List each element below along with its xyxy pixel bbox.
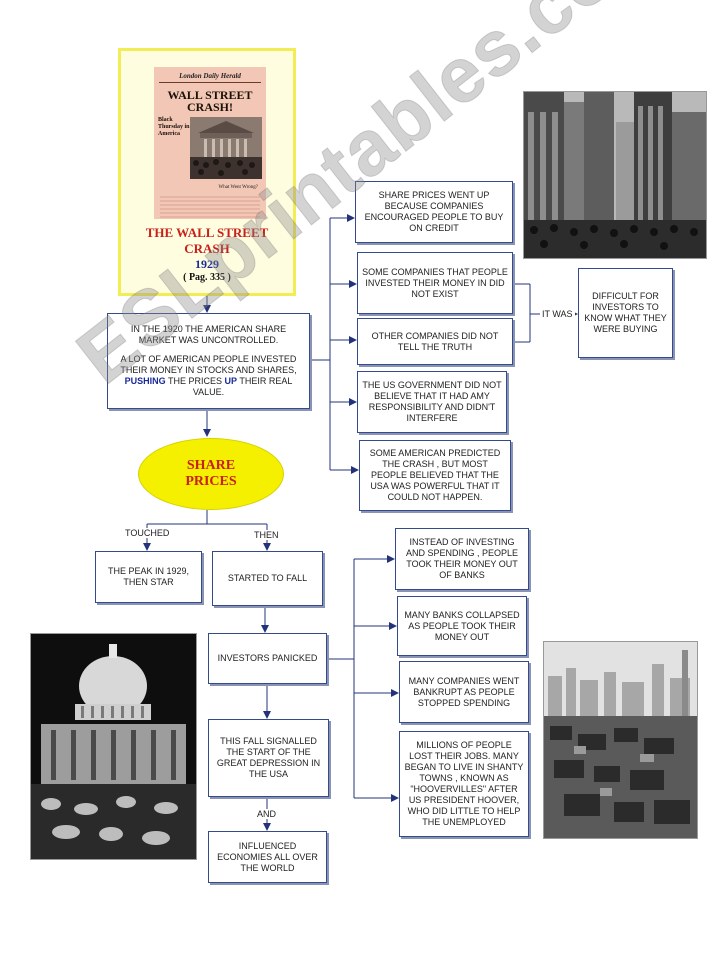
intro-line-1: IN THE 1920 THE AMERICAN SHARE MARKET WA… — [112, 324, 305, 346]
cover-panel: London Daily Herald WALL STREET CRASH! B… — [118, 48, 296, 296]
intro-line-2: A LOT OF AMERICAN PEOPLE INVESTED THEIR … — [112, 354, 305, 398]
intro-box: IN THE 1920 THE AMERICAN SHARE MARKET WA… — [107, 313, 310, 409]
effect-box-1: INSTEAD OF INVESTING AND SPENDING , PEOP… — [395, 528, 529, 590]
effect-box-4: MILLIONS OF PEOPLE LOST THEIR JOBS. MANY… — [399, 731, 529, 837]
share-prices-line-1: SHARE — [187, 458, 235, 474]
cause-box-1: SHARE PRICES WENT UP BECAUSE COMPANIES E… — [355, 181, 513, 243]
newspaper-image: London Daily Herald WALL STREET CRASH! B… — [154, 67, 266, 219]
stock-exchange-photo — [190, 117, 262, 179]
wall-street-crowd-photo — [523, 91, 707, 259]
and-label: AND — [255, 809, 278, 819]
share-prices-ellipse: SHARE PRICES — [138, 438, 284, 510]
newspaper-footer: What Went Wrong? — [162, 185, 258, 190]
cause-box-3: OTHER COMPANIES DID NOT TELL THE TRUTH — [357, 318, 513, 365]
newspaper-subhead: Black Thursday in America — [158, 117, 190, 179]
touched-label: TOUCHED — [123, 528, 171, 538]
cover-page-ref: ( Pag. 335 ) — [131, 272, 283, 283]
hooverville-photo — [543, 641, 698, 839]
newspaper-headline: WALL STREET CRASH! — [158, 89, 262, 113]
effect-box-3: MANY COMPANIES WENT BANKRUPT AS PEOPLE S… — [399, 661, 529, 723]
cover-title: THE WALL STREET CRASH — [131, 225, 283, 257]
cause-box-2: SOME COMPANIES THAT PEOPLE INVESTED THEI… — [357, 252, 513, 314]
fall-box: STARTED TO FALL — [212, 551, 323, 606]
newspaper-masthead: London Daily Herald — [154, 72, 266, 80]
then-label: THEN — [252, 530, 281, 540]
peak-box: THE PEAK IN 1929, THEN STAR — [95, 551, 202, 603]
it-was-box: DIFFICULT FOR INVESTORS TO KNOW WHAT THE… — [578, 268, 673, 358]
cause-box-5: SOME AMERICAN PREDICTED THE CRASH , BUT … — [359, 440, 511, 511]
panic-box: INVESTORS PANICKED — [208, 633, 327, 684]
share-prices-line-2: PRICES — [185, 474, 236, 490]
influence-box: INFLUENCED ECONOMIES ALL OVER THE WORLD — [208, 831, 327, 883]
capitol-night-photo — [30, 633, 197, 860]
it-was-label: IT WAS — [540, 309, 575, 319]
cause-box-4: THE US GOVERNMENT DID NOT BELIEVE THAT I… — [357, 371, 507, 433]
effect-box-2: MANY BANKS COLLAPSED AS PEOPLE TOOK THEI… — [397, 596, 527, 656]
cover-year: 1929 — [131, 257, 283, 272]
signal-box: THIS FALL SIGNALLED THE START OF THE GRE… — [208, 719, 329, 797]
